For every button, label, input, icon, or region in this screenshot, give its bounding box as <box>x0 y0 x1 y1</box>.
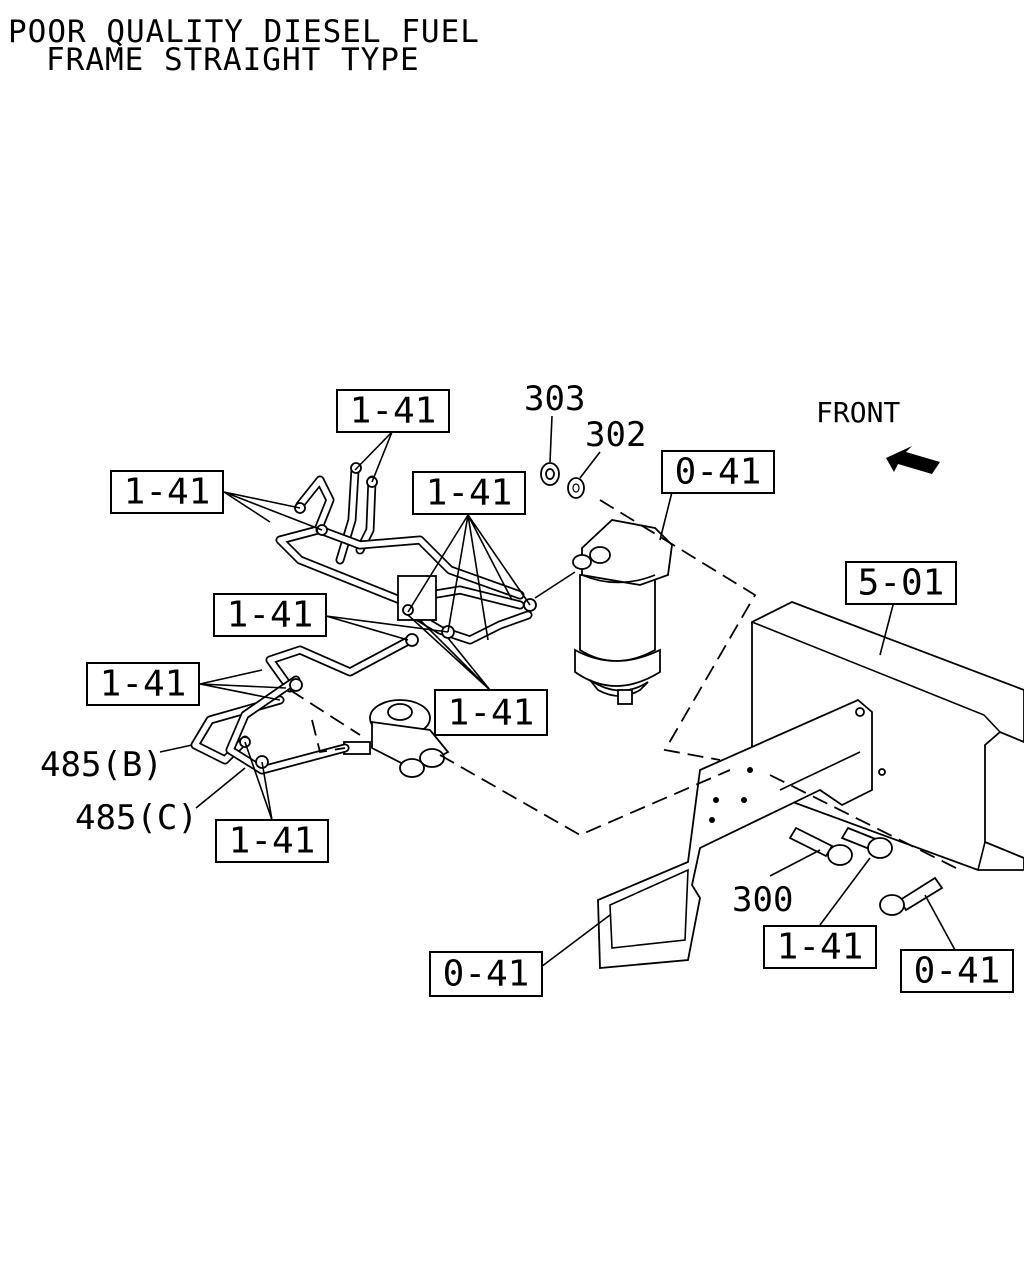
callout-c-filter: 0-41 <box>661 450 775 494</box>
svg-text:0-41: 0-41 <box>914 951 1001 992</box>
diagram-title-line1: POOR QUALITY DIESEL FUEL <box>8 14 480 50</box>
svg-text:1-41: 1-41 <box>777 927 864 968</box>
washer-302 <box>567 477 585 499</box>
svg-text:1-41: 1-41 <box>124 472 211 513</box>
svg-text:1-41: 1-41 <box>227 595 314 636</box>
part-number-300: 300 <box>732 880 793 920</box>
part-number-303: 303 <box>524 379 585 419</box>
bolt-0-41 <box>879 876 944 916</box>
callout-c-bracket-bolt: 1-41 <box>763 925 877 969</box>
callout-c-top: 1-41 <box>336 389 450 433</box>
callout-c-bottom-left: 1-41 <box>215 819 329 863</box>
filter-bracket <box>597 698 886 969</box>
svg-text:0-41: 0-41 <box>443 954 530 995</box>
svg-text:1-41: 1-41 <box>448 693 535 734</box>
callout-c-left-mid: 1-41 <box>213 593 327 637</box>
diagram-title-line2: FRAME STRAIGHT TYPE <box>46 42 420 78</box>
callout-c-left-low: 1-41 <box>86 662 200 706</box>
callout-c-frame: 5-01 <box>845 561 957 605</box>
front-arrow-icon <box>886 446 940 474</box>
part-number-302: 302 <box>585 415 646 455</box>
callout-c-mid-low: 1-41 <box>434 689 548 736</box>
callout-c-mid-top: 1-41 <box>412 471 526 515</box>
svg-text:1-41: 1-41 <box>100 664 187 705</box>
callout-c-bolt-right: 0-41 <box>900 949 1014 993</box>
part-number-485c: 485(C) <box>75 798 198 838</box>
svg-text:1-41: 1-41 <box>426 473 513 514</box>
leader-lines <box>159 415 956 971</box>
nut-303 <box>540 462 560 486</box>
svg-text:5-01: 5-01 <box>858 563 945 604</box>
bolt-300 <box>788 826 853 866</box>
assembly-lines <box>289 499 961 871</box>
svg-text:1-41: 1-41 <box>229 821 316 862</box>
fuel-filter <box>534 519 673 705</box>
front-label: FRONT <box>816 396 900 429</box>
part-number-485b: 485(B) <box>40 745 163 785</box>
priming-pump <box>343 699 450 778</box>
svg-text:1-41: 1-41 <box>350 391 437 432</box>
svg-text:0-41: 0-41 <box>675 452 762 493</box>
callout-c-left-top: 1-41 <box>110 470 224 514</box>
callout-c-bracket: 0-41 <box>429 951 543 997</box>
bolt-1-41 <box>840 826 893 859</box>
